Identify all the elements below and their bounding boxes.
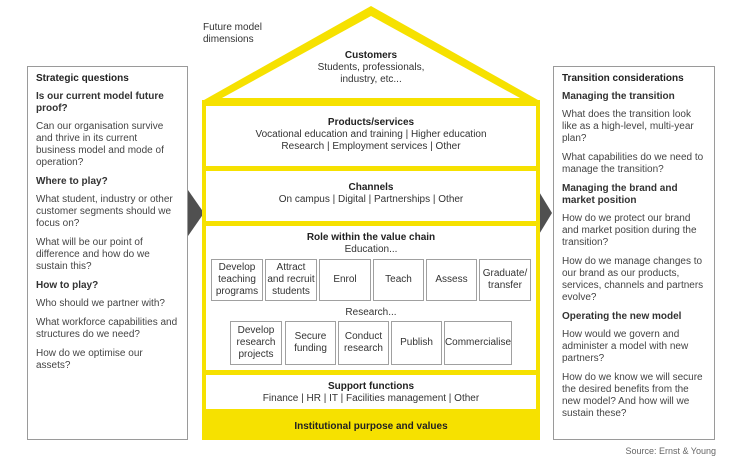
transition-considerations-panel: Transition considerations Managing the t… [553, 66, 715, 440]
products-section: Products/services Vocational education a… [206, 106, 536, 166]
products-line1: Vocational education and training | High… [255, 129, 487, 140]
strategic-question: How do we optimise our assets? [36, 348, 143, 371]
edu-graduate-transfer: Graduate/ transfer [479, 259, 531, 301]
strategic-heading: Is our current model future proof? [36, 91, 164, 114]
strategic-heading: How to play? [36, 280, 99, 291]
transition-question: How do we know we will secure the desire… [562, 372, 703, 419]
channels-section: Channels On campus | Digital | Partnersh… [206, 171, 536, 221]
transition-heading: Operating the new model [562, 311, 682, 322]
products-line2: Research | Employment services | Other [281, 141, 461, 152]
strategic-question: Who should we partner with? [36, 298, 165, 309]
edu-enrol: Enrol [319, 259, 371, 301]
transition-question: What does the transition look like as a … [562, 109, 694, 144]
roof-customers: Customers Students, professionals, indus… [271, 50, 471, 86]
value-chain-title: Role within the value chain [306, 232, 436, 243]
edu-develop-teaching: Develop teaching programs [211, 259, 263, 301]
edu-assess: Assess [426, 259, 477, 301]
res-develop-projects: Develop research projects [230, 321, 282, 365]
res-commercialise: Commercialise [444, 321, 512, 365]
channels-title: Channels [348, 182, 394, 193]
customers-line1: Students, professionals, [317, 62, 425, 73]
strategic-question: What will be our point of difference and… [36, 237, 150, 272]
strategic-question: What workforce capabilities and structur… [36, 317, 178, 340]
strategic-question: Can our organisation survive and thrive … [36, 121, 164, 168]
edu-attract-recruit: Attract and recruit students [265, 259, 317, 301]
transition-question: How do we manage changes to our brand as… [562, 256, 704, 303]
left-arrow [188, 190, 204, 236]
res-conduct-research: Conduct research [338, 321, 389, 365]
support-section: Support functions Finance | HR | IT | Fa… [206, 375, 536, 409]
customers-line2: industry, etc... [340, 74, 402, 85]
transition-question: What capabilities do we need to manage t… [562, 152, 704, 175]
education-label: Education... [344, 244, 398, 255]
strategic-questions-title: Strategic questions [36, 73, 129, 84]
transition-question: How would we govern and administer a mod… [562, 329, 689, 364]
strategic-heading: Where to play? [36, 176, 108, 187]
source-note: Source: Ernst & Young [625, 446, 716, 456]
strategic-question: What student, industry or other customer… [36, 194, 173, 229]
res-secure-funding: Secure funding [285, 321, 336, 365]
institutional-purpose-bar: Institutional purpose and values [206, 413, 536, 440]
products-title: Products/services [327, 117, 415, 128]
right-arrow [538, 190, 552, 236]
transition-heading: Managing the brand and market position [562, 183, 678, 206]
edu-teach: Teach [373, 259, 424, 301]
transition-question: How do we protect our brand and market p… [562, 213, 697, 248]
transition-heading: Managing the transition [562, 91, 675, 102]
strategic-questions-panel: Strategic questions Is our current model… [27, 66, 188, 440]
transition-considerations-title: Transition considerations [562, 73, 684, 84]
customers-title: Customers [344, 50, 398, 61]
res-publish: Publish [391, 321, 442, 365]
research-label: Research... [345, 307, 397, 318]
support-title: Support functions [327, 381, 415, 392]
strategic-questions-list: Is our current model future proof? Can ou… [36, 91, 179, 372]
support-line1: Finance | HR | IT | Facilities managemen… [262, 393, 480, 404]
channels-line1: On campus | Digital | Partnerships | Oth… [278, 194, 464, 205]
diagram-title: Future model dimensions [203, 22, 262, 45]
